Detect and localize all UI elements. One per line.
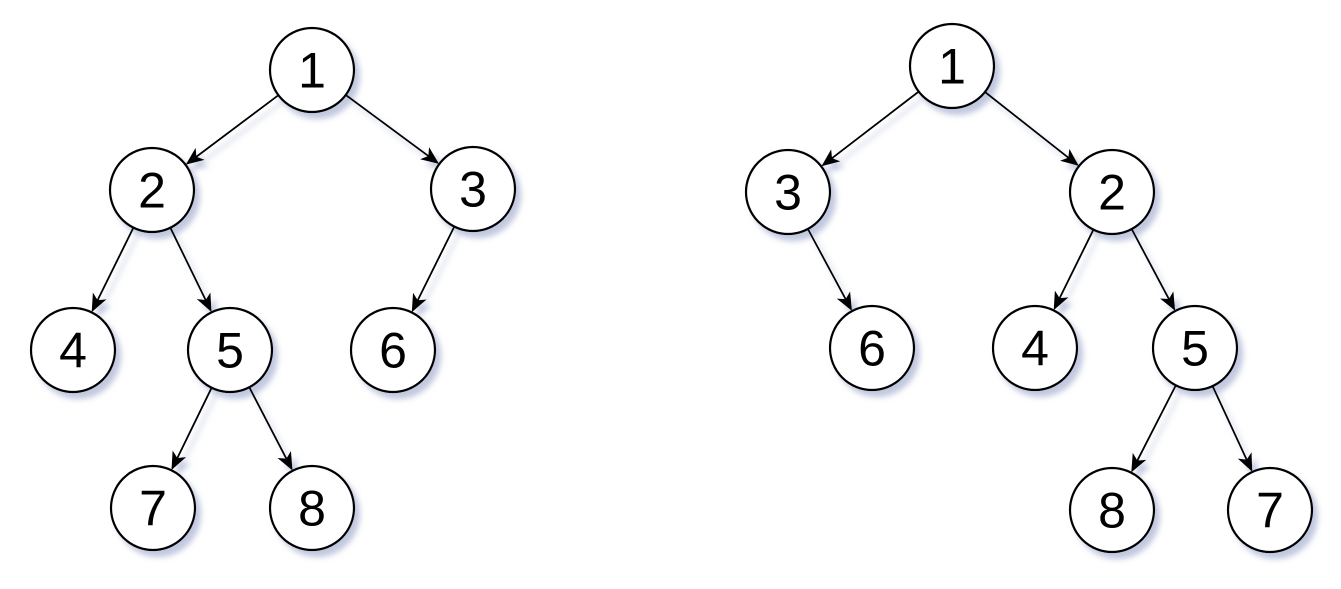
node-label: 7 (1256, 483, 1284, 539)
node-circle (1151, 304, 1239, 392)
tree-node-7: 7 (109, 464, 197, 552)
node-label: 6 (858, 321, 886, 377)
tree-node-3: 3 (429, 145, 517, 233)
edge-1-to-3 (345, 94, 440, 164)
tree-node-7: 7 (1226, 466, 1314, 554)
tree-node-6: 6 (828, 304, 916, 392)
node-label: 1 (938, 39, 966, 95)
edge-1-to-3 (821, 90, 920, 167)
node-label: 5 (216, 323, 244, 379)
node-label: 8 (298, 481, 326, 537)
node-label: 2 (1098, 165, 1126, 221)
node-label: 4 (59, 323, 87, 379)
edge-2-to-4 (91, 227, 135, 313)
tree-node-5: 5 (1151, 304, 1239, 392)
node-circle (108, 146, 196, 234)
tree-node-4: 4 (991, 304, 1079, 392)
node-label: 5 (1181, 321, 1209, 377)
node-circle (1226, 466, 1314, 554)
edge-5-to-7 (171, 387, 213, 471)
node-circle (744, 148, 832, 236)
node-label: 2 (138, 163, 166, 219)
tree-node-1: 1 (908, 22, 996, 110)
edge-1-to-2 (984, 91, 1079, 166)
tree-node-4: 4 (29, 306, 117, 394)
tree-node-2: 2 (108, 146, 196, 234)
tree-node-5: 5 (186, 306, 274, 394)
node-circle (1068, 466, 1156, 554)
tree-node-6: 6 (349, 306, 437, 394)
node-circle (29, 306, 117, 394)
node-circle (1068, 148, 1156, 236)
node-label: 8 (1098, 483, 1126, 539)
node-circle (429, 145, 517, 233)
edge-3-to-6 (411, 226, 456, 313)
edge-2-to-5 (169, 227, 212, 313)
node-circle (268, 26, 356, 114)
node-circle (268, 464, 356, 552)
node-circle (828, 304, 916, 392)
tree-node-1: 1 (268, 26, 356, 114)
tree-node-2: 2 (1068, 148, 1156, 236)
node-label: 3 (774, 165, 802, 221)
mirrored-tree: 1 3 2 6 4 5 8 7 (744, 22, 1314, 554)
edge-5-to-8 (1131, 384, 1177, 473)
node-circle (349, 306, 437, 394)
node-label: 3 (459, 162, 487, 218)
node-circle (186, 306, 274, 394)
tree-node-8: 8 (1068, 466, 1156, 554)
edge-2-to-5 (1130, 228, 1176, 311)
edge-5-to-7 (1211, 385, 1253, 472)
node-circle (991, 304, 1079, 392)
node-label: 1 (298, 43, 326, 99)
node-label: 6 (379, 323, 407, 379)
edge-2-to-4 (1053, 229, 1095, 311)
node-label: 7 (139, 481, 167, 537)
edge-1-to-2 (185, 94, 279, 165)
tree-node-8: 8 (268, 464, 356, 552)
node-circle (109, 464, 197, 552)
tree-node-3: 3 (744, 148, 832, 236)
edge-5-to-8 (248, 386, 293, 471)
node-label: 4 (1021, 321, 1049, 377)
node-circle (908, 22, 996, 110)
edge-3-to-6 (807, 228, 852, 311)
original-tree: 1 2 3 4 5 6 7 8 (29, 26, 517, 552)
